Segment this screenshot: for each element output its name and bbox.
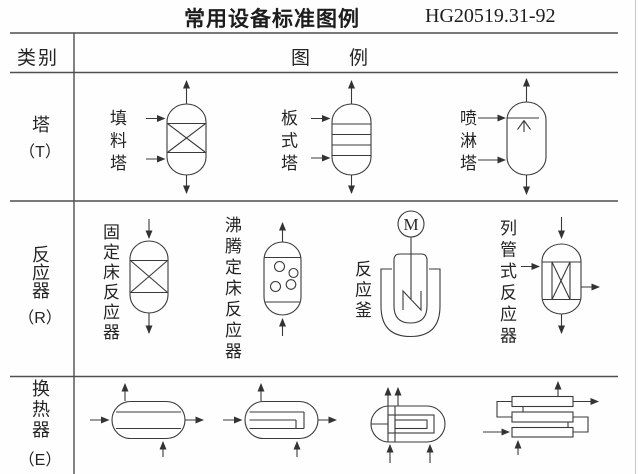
category-exchanger: 换热器 （E）: [12, 379, 68, 470]
label-tubular-reactor: 列管式反应器: [497, 219, 516, 348]
spray-tower-symbol: [478, 78, 547, 195]
plate-tower-symbol: [311, 80, 372, 194]
spray-nozzle-icon: [517, 120, 531, 132]
jacket: [380, 268, 441, 338]
category-tower-code: （T）: [19, 144, 61, 161]
category-reactor-code: （R）: [18, 310, 62, 327]
label-plate-tower: 板式塔: [278, 109, 297, 177]
label-packed-tower: 填料塔: [107, 109, 126, 177]
agitator-icon: [402, 289, 422, 312]
category-reactor: 反应器 （R）: [12, 245, 68, 328]
reaction-kettle-symbol: M: [380, 210, 441, 338]
kettle-exchanger-symbol: [370, 387, 446, 463]
packed-tower-symbol: [146, 80, 207, 194]
tubular-reactor-symbol: [521, 217, 600, 334]
table-borders: [10, 0, 636, 474]
shell-tube-exchanger-symbol: [90, 383, 204, 457]
page-title: 常用设备标准图例: [184, 8, 360, 31]
fluidized-bed-reactor-symbol: [263, 222, 302, 336]
header-category: 类别: [17, 48, 60, 69]
label-fluidized-bed-reactor: 沸腾定床反应器: [222, 216, 241, 363]
category-exchanger-name: 换热器: [30, 379, 50, 441]
motor-label: M: [403, 215, 418, 234]
label-spray-tower: 喷淋塔: [457, 109, 476, 177]
u-tube-exchanger-symbol: [223, 383, 337, 457]
fixed-bed-reactor-symbol: [129, 219, 169, 334]
category-tower: 塔 （T）: [12, 115, 68, 162]
standard-code: HG20519.31-92: [425, 5, 556, 27]
category-reactor-name: 反应器: [30, 245, 50, 299]
plate-exchanger-symbol: [483, 381, 599, 455]
category-tower-name: 塔: [30, 115, 50, 133]
category-exchanger-code: （E）: [18, 451, 62, 469]
label-reaction-kettle: 反应釜: [352, 260, 371, 322]
label-fixed-bed-reactor: 固定床反应器: [100, 223, 119, 343]
inner-vessel: [393, 253, 428, 324]
header-legend: 图例: [291, 48, 408, 69]
